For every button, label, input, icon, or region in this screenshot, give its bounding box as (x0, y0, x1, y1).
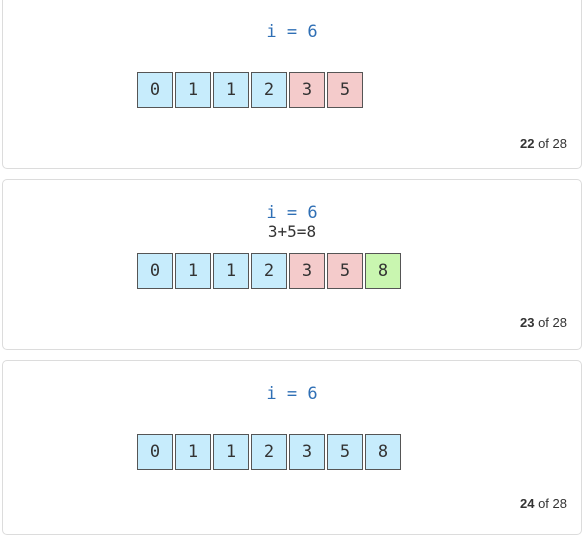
loop-index-label: i = 6 (266, 384, 318, 404)
array-cell: 1 (213, 434, 249, 470)
slide-counter: 22 of 28 (520, 136, 567, 151)
array-cell: 2 (251, 253, 287, 289)
slide-of: of (538, 136, 549, 151)
array-cell: 0 (137, 434, 173, 470)
array-cell: 2 (251, 434, 287, 470)
array-cell: 2 (251, 72, 287, 108)
array-cell: 3 (289, 434, 325, 470)
array-cell: 5 (327, 434, 363, 470)
array-cell: 1 (175, 253, 211, 289)
slide-total: 28 (552, 315, 567, 330)
array-cell: 0 (137, 72, 173, 108)
loop-index-label: i = 6 (266, 22, 318, 42)
array-cell: 1 (175, 72, 211, 108)
slide-counter: 24 of 28 (520, 496, 567, 511)
array-cell: 1 (213, 72, 249, 108)
slide-total: 28 (552, 136, 567, 151)
loop-index-label: i = 6 (266, 203, 318, 223)
array-cell: 0 (137, 253, 173, 289)
array-cell: 1 (175, 434, 211, 470)
array-cell: 8 (365, 253, 401, 289)
array-cell: 3 (289, 72, 325, 108)
slide-current: 22 (519, 136, 535, 151)
slide-counter: 23 of 28 (520, 315, 567, 330)
array-cell: 8 (365, 434, 401, 470)
array-cell: 3 (289, 253, 325, 289)
slide-current: 23 (519, 315, 535, 330)
slide-of: of (538, 315, 549, 330)
slide-current: 24 (519, 496, 535, 511)
slide-total: 28 (552, 496, 567, 511)
sum-label: 3+5=8 (267, 222, 317, 241)
array-cell: 5 (327, 253, 363, 289)
slide-of: of (538, 496, 549, 511)
array-cell: 1 (213, 253, 249, 289)
array-cell: 5 (327, 72, 363, 108)
